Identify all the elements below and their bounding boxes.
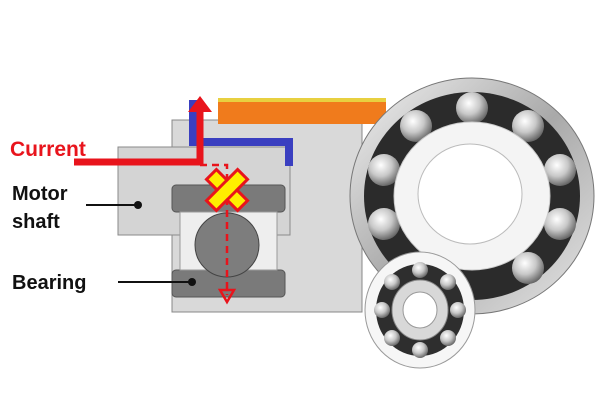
large-bearing-image xyxy=(349,77,595,315)
insulation-path xyxy=(189,100,293,166)
current-arrow-down-icon xyxy=(217,288,237,305)
current-label: Current xyxy=(10,138,86,161)
motor-shaft-label-line1: Motor xyxy=(12,183,68,205)
motor-shaft-label-line2: shaft xyxy=(12,211,60,233)
current-arrow-up-icon xyxy=(188,96,212,112)
housing-orange xyxy=(218,100,386,124)
fault-x-icon xyxy=(204,167,250,213)
housing-top-strip xyxy=(218,98,386,102)
small-bearing-image xyxy=(364,251,476,369)
current-leak-line xyxy=(200,163,229,295)
shaft-leader-dot xyxy=(134,201,142,209)
cross-section xyxy=(74,96,386,313)
current-line xyxy=(74,108,204,166)
bearing-label: Bearing xyxy=(12,272,86,294)
bearing-leader-dot xyxy=(188,278,196,286)
